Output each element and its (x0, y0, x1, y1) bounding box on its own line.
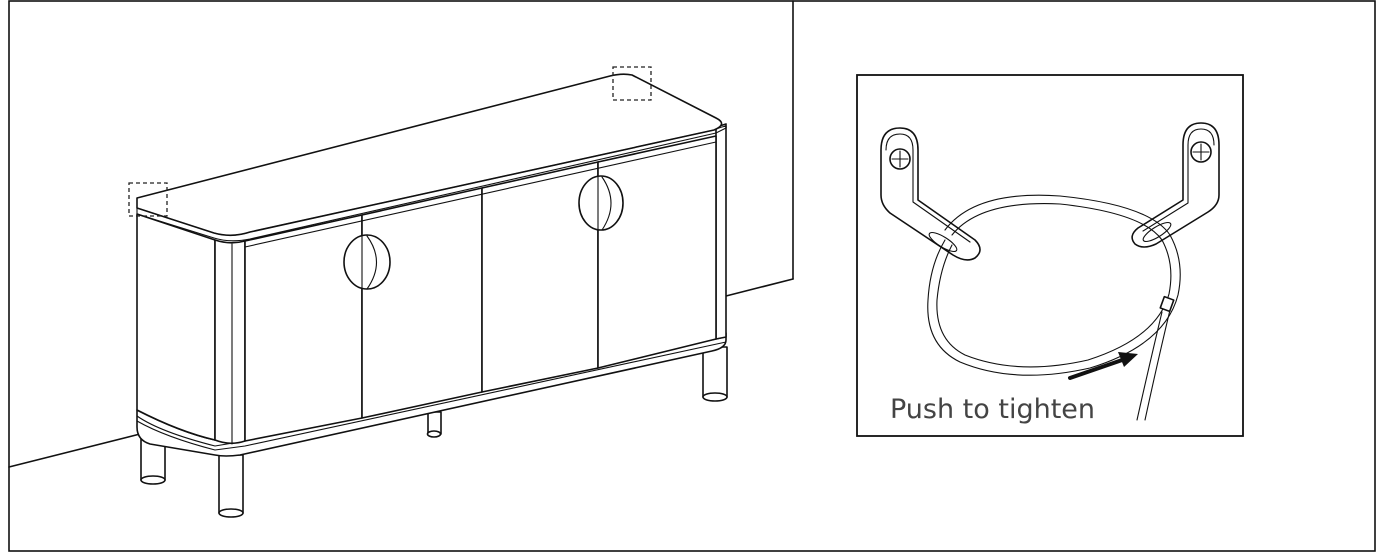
handle-left (343, 234, 391, 290)
wall (8, 0, 794, 468)
push-to-tighten-caption: Push to tighten (890, 394, 1095, 425)
cabinet-right-post (715, 123, 727, 340)
door-2 (361, 187, 483, 419)
sideboard-cabinet (128, 66, 728, 518)
detail-frame (856, 74, 1244, 437)
door-4 (597, 135, 717, 369)
push-arrow-icon (1068, 352, 1138, 380)
door-1 (244, 214, 363, 442)
cabinet-left-side (136, 213, 216, 441)
cable-tie-head (1159, 295, 1175, 313)
handle-right (578, 175, 624, 231)
right-screw-icon (1190, 141, 1212, 163)
cabinet-corner-post (214, 239, 246, 445)
detail-inset: Push to tighten (856, 74, 1244, 437)
left-screw-icon (889, 148, 911, 170)
cable-tie (927, 194, 1181, 421)
